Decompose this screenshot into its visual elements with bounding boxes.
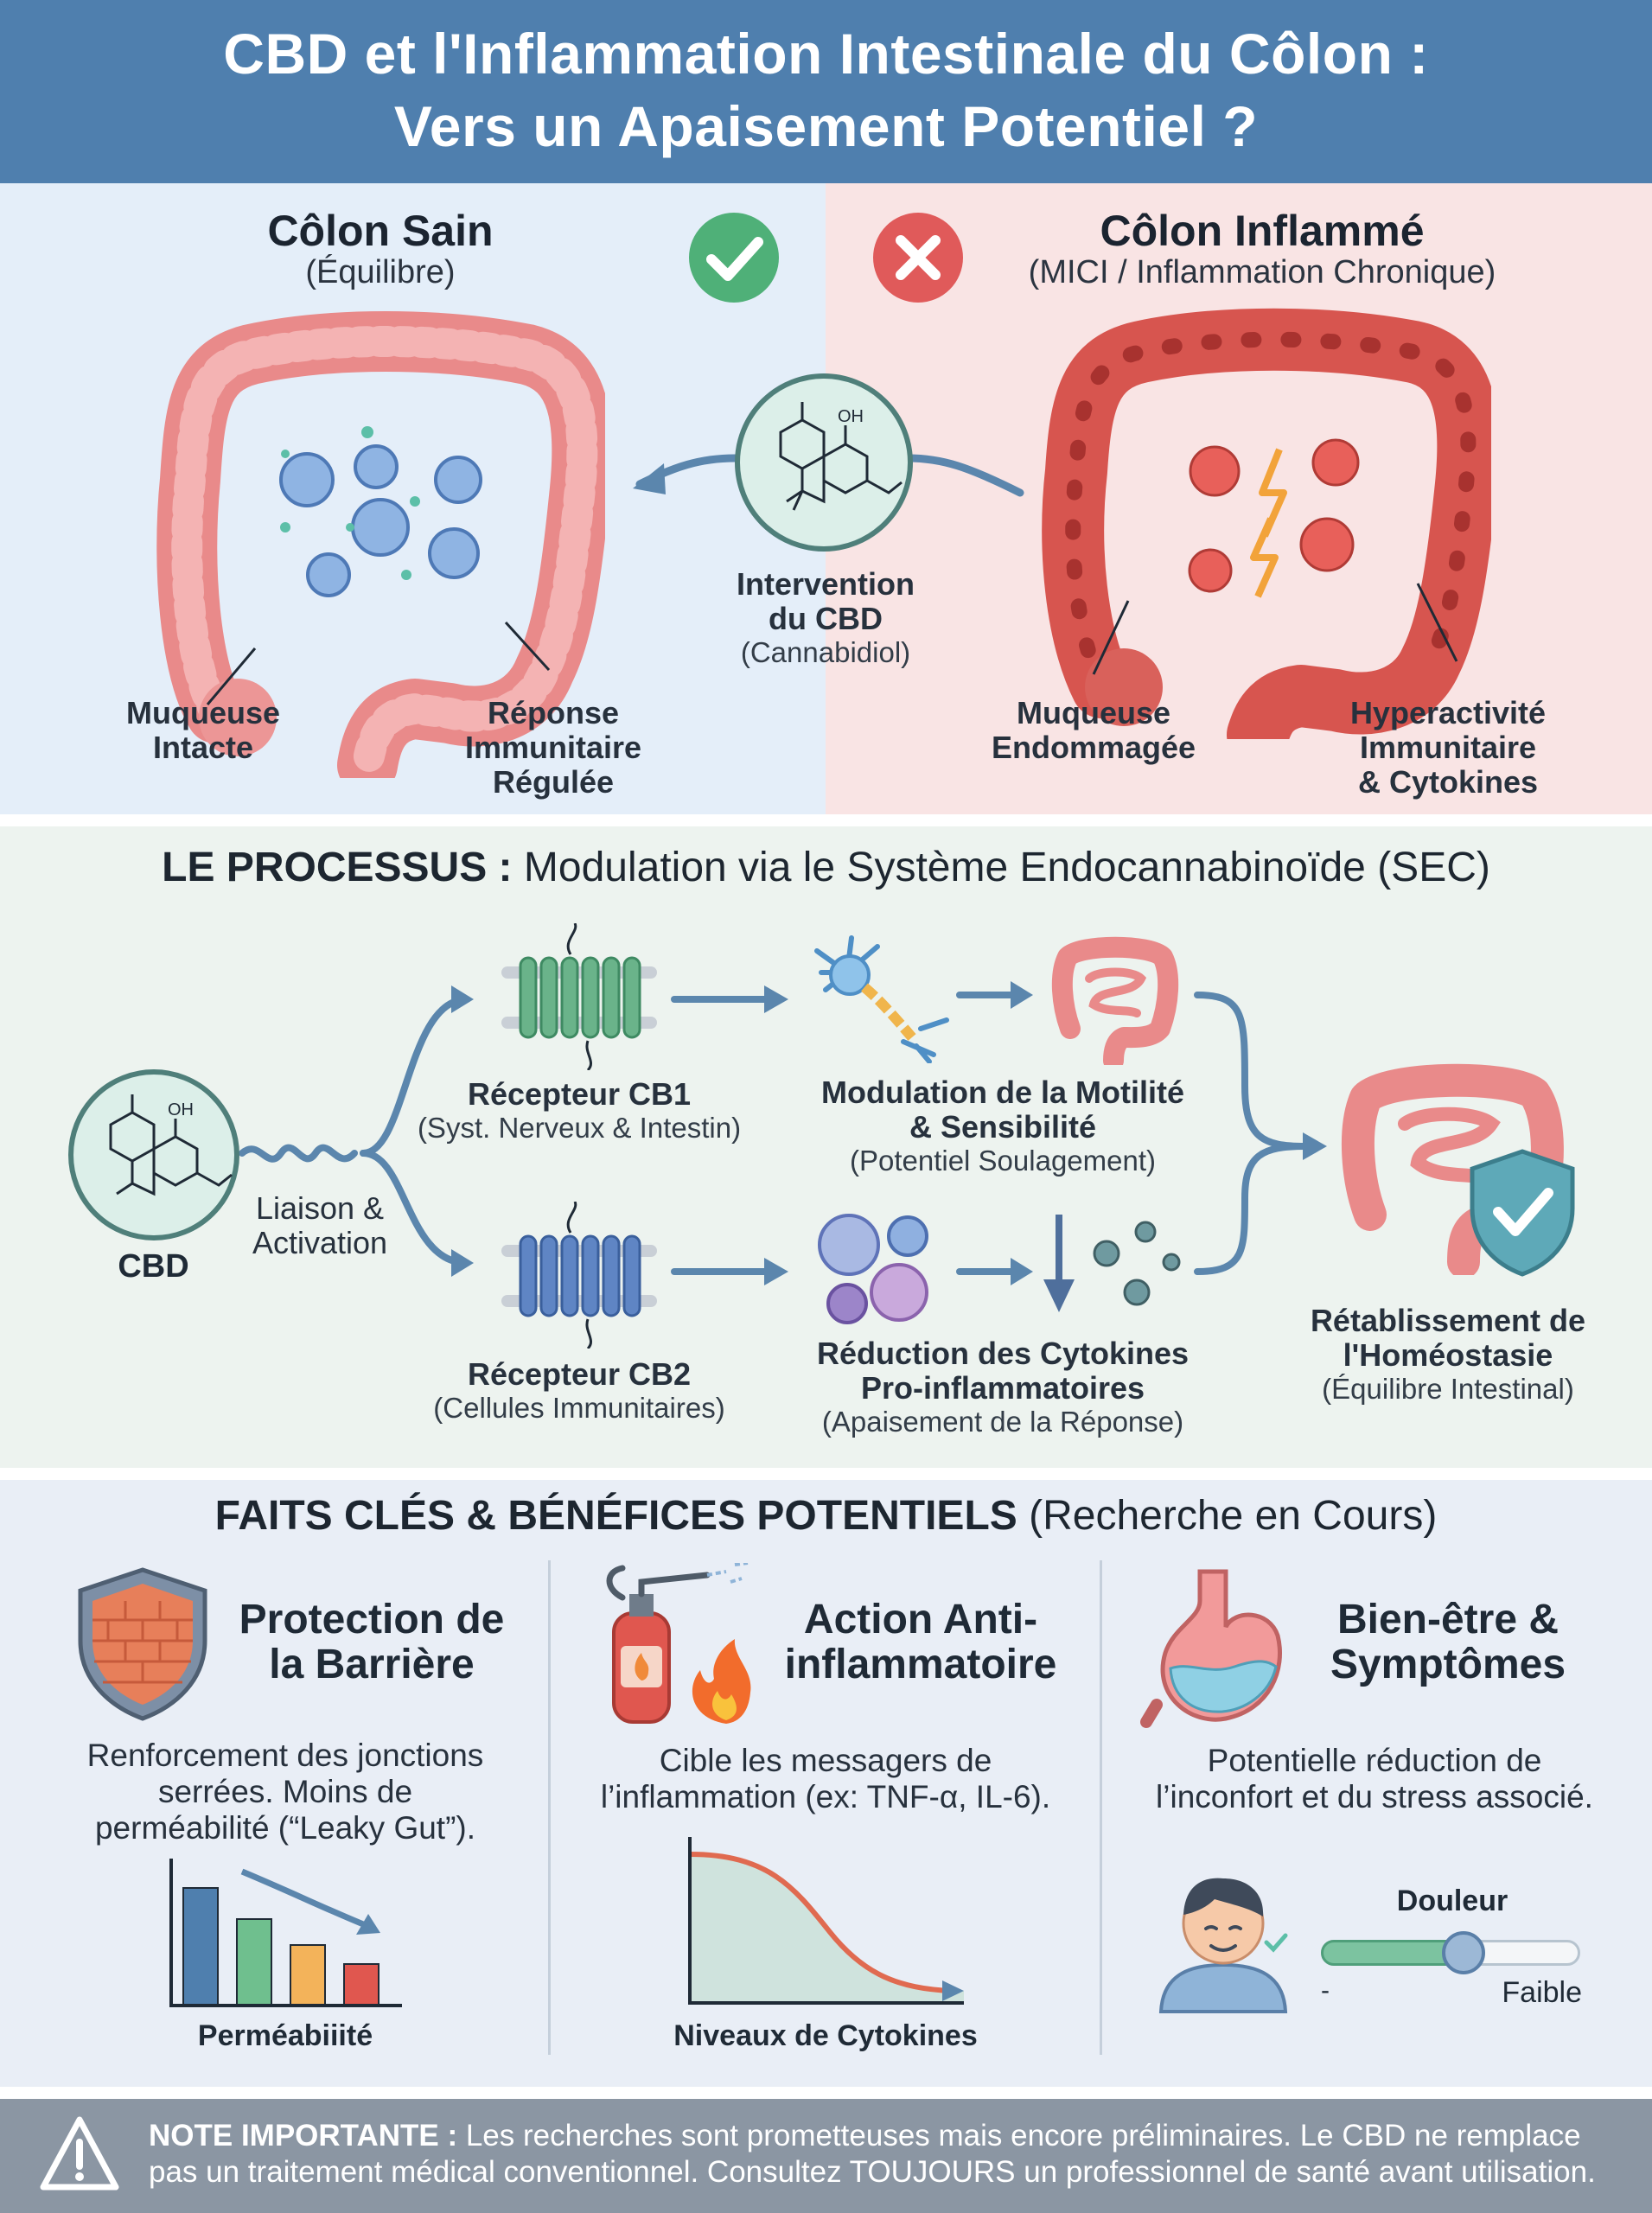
healthy-title: Côlon Sain (267, 207, 494, 255)
healthy-label-immune: Réponse Immunitaire Régulée (464, 695, 642, 800)
neuron-icon (814, 935, 949, 1063)
slider-max-label: Faible (1502, 1976, 1582, 2009)
healthy-label-mucosa: Muqueuse Intacte (125, 695, 280, 765)
process-panel (0, 826, 1652, 1468)
warning-icon (40, 2116, 119, 2191)
cb2-receptor-icon (501, 1202, 657, 1349)
important-note-text: NOTE IMPORTANTE : Les recherches sont pr… (149, 2119, 1596, 2189)
barrier-title: Protection de la Barrière (239, 1597, 505, 1687)
inflamed-subtitle: (MICI / Inflammation Chronique) (1028, 254, 1496, 290)
permeability-bar (236, 1918, 272, 2006)
immune-cells (279, 444, 482, 597)
brick-shield-icon (78, 1567, 207, 1721)
important-note-bar (0, 2099, 1652, 2213)
fire-extinguisher-icon (606, 1563, 751, 1724)
title-line-1: CBD et l'Inflammation Intestinale du Côl… (223, 22, 1429, 86)
cytokine-chart (688, 1837, 964, 2005)
anti-inflammatory-title: Action Anti- inflammatoire (784, 1597, 1057, 1687)
permeability-bar (343, 1963, 380, 2006)
homeostasis-label: Rétablissement de l'Homéostasie (Équilib… (1310, 1303, 1586, 1406)
healthy-colon-illustration (156, 311, 605, 778)
anti-inflammatory-text: Cible les messagers de l’inflammation (e… (600, 1743, 1051, 1814)
wellbeing-text: Potentielle réduction de l’inconfort et … (1156, 1743, 1593, 1814)
intervention-arrow (633, 454, 1024, 497)
slider-knob[interactable] (1442, 1931, 1485, 1974)
cbd-molecule-icon: OH (68, 1069, 239, 1240)
colon-icon (1051, 936, 1179, 1065)
inflamed-label-immune: Hyperactivité Immunitaire & Cytokines (1349, 695, 1547, 800)
header-banner: CBD et l'Inflammation Intestinale du Côl… (0, 0, 1652, 183)
inflamed-colon-illustration (1042, 308, 1491, 739)
pain-slider[interactable] (1321, 1931, 1580, 1974)
cb1-receptor-icon (501, 923, 657, 1070)
inflamed-label-mucosa: Muqueuse Endommagée (991, 695, 1196, 765)
cbd-molecule-icon: OH (735, 373, 913, 552)
column-divider (548, 1560, 551, 2055)
stomach-icon (1140, 1569, 1282, 1728)
permeability-chart (169, 1859, 402, 2007)
title-line-2: Vers un Apaisement Potentiel ? (393, 94, 1259, 158)
inflamed-title: Côlon Inflammé (1100, 207, 1425, 255)
process-connectors (239, 981, 1327, 1285)
permeability-bar (290, 1944, 326, 2006)
shield-check-icon (1470, 1149, 1575, 1277)
intervention-label: Intervention du CBD (Cannabidiol) (736, 566, 915, 669)
oh-label: OH (838, 407, 864, 426)
check-icon (689, 213, 779, 303)
slider-fill (1321, 1940, 1464, 1966)
barrier-text: Renforcement des jonctions serrées. Moin… (86, 1738, 484, 1846)
cbd-label: CBD (118, 1248, 189, 1285)
process-heading: LE PROCESSUS : Modulation via le Système… (162, 845, 1490, 890)
wellbeing-title: Bien-être & Symptômes (1330, 1597, 1566, 1687)
inflamed-cytokines (1188, 438, 1360, 593)
chart-axes (688, 1837, 964, 2005)
healthy-subtitle: (Équilibre) (305, 254, 456, 290)
cross-icon (873, 213, 963, 303)
slider-min-label: - (1321, 1976, 1330, 2005)
cytokine-curve (689, 1852, 952, 1993)
motility-label: Modulation de la Motilité & Sensibilité … (821, 1075, 1184, 1177)
cytokine-label: Réduction des Cytokines Pro-inflammatoir… (816, 1336, 1190, 1438)
person-avatar-icon (1158, 1878, 1288, 2013)
column-divider (1100, 1560, 1102, 2055)
oh-label: OH (168, 1100, 194, 1119)
down-arrow-icon (1043, 1215, 1181, 1312)
cytokine-chart-label: Niveaux de Cytokines (673, 2019, 978, 2052)
immune-cells-icon (818, 1214, 928, 1324)
permeability-label: Perméabiiité (197, 2019, 373, 2052)
pain-label: Douleur (1396, 1885, 1508, 1917)
permeability-bar (182, 1887, 219, 2006)
cb2-label: Récepteur CB2 (Cellules Immunitaires) (433, 1356, 725, 1425)
cb1-label: Récepteur CB1 (Syst. Nerveux & Intestin) (417, 1076, 742, 1145)
binding-label: Liaison & Activation (252, 1190, 388, 1260)
trend-arrow (240, 1868, 373, 1931)
facts-heading: FAITS CLÉS & BÉNÉFICES POTENTIELS (Reche… (214, 1493, 1438, 1539)
chart-axes (169, 1859, 402, 2007)
